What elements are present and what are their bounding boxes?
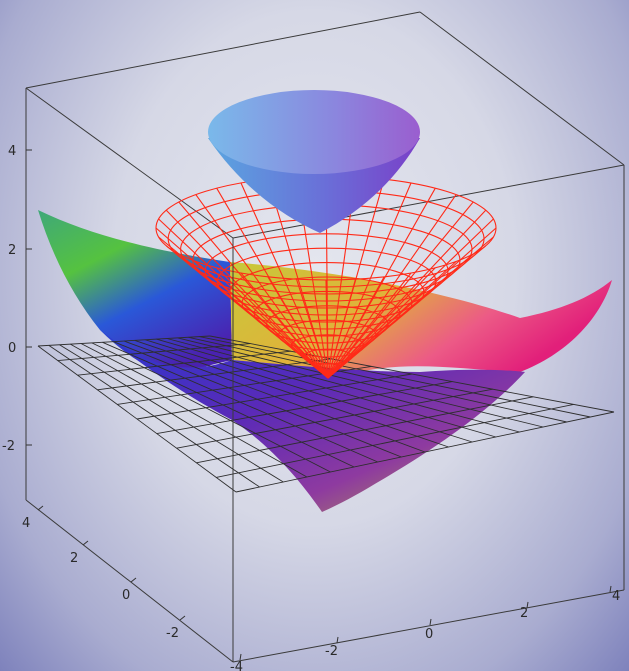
cone-spoke xyxy=(327,201,474,379)
y-tick-mark xyxy=(429,618,432,626)
cone-spoke xyxy=(195,194,329,379)
saddle-left-face xyxy=(38,210,232,378)
plane-grid-line xyxy=(97,358,332,391)
plane-grid-line xyxy=(37,335,211,347)
y-tick-mark xyxy=(239,653,242,661)
plane-grid-line xyxy=(57,343,251,362)
x-tick-mark xyxy=(82,540,89,546)
plane-grid-line xyxy=(136,373,413,420)
plane-grid-line xyxy=(235,411,615,493)
x-tick-label: 0 xyxy=(122,588,130,603)
z-tick-label: 4 xyxy=(8,144,16,159)
cone-spoke xyxy=(327,182,412,379)
cone-spoke xyxy=(327,209,487,379)
z-axis: 4 2 0 -2 xyxy=(2,144,32,454)
cone-spoke xyxy=(267,178,329,379)
y-tick-label: -4 xyxy=(230,660,243,671)
cone-spoke xyxy=(327,187,436,379)
cone-spoke xyxy=(216,267,329,379)
x-axis: 4 2 0 -2 xyxy=(22,505,186,641)
plane-grid-line xyxy=(176,388,493,449)
y-axis: -4 -2 0 2 4 xyxy=(230,585,620,671)
plane-grid-line xyxy=(77,350,291,376)
z-tick-label: -2 xyxy=(2,439,15,454)
y-tick-label: 0 xyxy=(425,627,433,642)
cone-spoke xyxy=(327,260,457,379)
cone-spoke xyxy=(158,236,329,379)
plane-grid-line xyxy=(196,396,534,464)
cone-spoke xyxy=(240,182,329,379)
solid-cone-top xyxy=(208,90,420,174)
y-tick-mark xyxy=(336,636,339,644)
cone-spoke xyxy=(165,209,329,379)
cone-spoke xyxy=(327,218,494,379)
solid-cone xyxy=(208,90,420,233)
cone-spoke xyxy=(158,218,329,379)
box-front-edges xyxy=(25,165,625,663)
plane-wireframe xyxy=(37,335,615,493)
z-tick-label: 0 xyxy=(8,341,16,356)
box-edge xyxy=(232,589,625,663)
cone-spoke xyxy=(327,253,474,379)
x-tick-mark xyxy=(37,505,44,511)
box-edge xyxy=(25,87,234,239)
y-tick-mark xyxy=(609,585,612,593)
cone-spoke xyxy=(178,201,329,379)
box-edge xyxy=(25,499,234,663)
box-edge xyxy=(419,11,625,166)
cone-spoke xyxy=(155,227,329,379)
z-tick-label: 2 xyxy=(8,243,16,258)
cone-spoke xyxy=(216,187,329,379)
y-tick-mark xyxy=(526,601,529,609)
cone-spoke xyxy=(327,194,457,379)
x-tick-label: -2 xyxy=(166,626,179,641)
y-tick-label: 2 xyxy=(520,606,528,621)
x-tick-label: 2 xyxy=(70,551,78,566)
x-tick-mark xyxy=(179,615,186,621)
plane-grid-line xyxy=(156,381,453,435)
cone-spoke xyxy=(327,178,385,379)
x-tick-mark xyxy=(130,577,137,583)
y-tick-label: -2 xyxy=(325,644,338,659)
x-tick-label: 4 xyxy=(22,516,30,531)
plane-grid-line xyxy=(216,403,574,478)
y-tick-label: 4 xyxy=(612,589,620,604)
saddle-right-face xyxy=(230,262,612,372)
box-edge xyxy=(25,11,421,89)
